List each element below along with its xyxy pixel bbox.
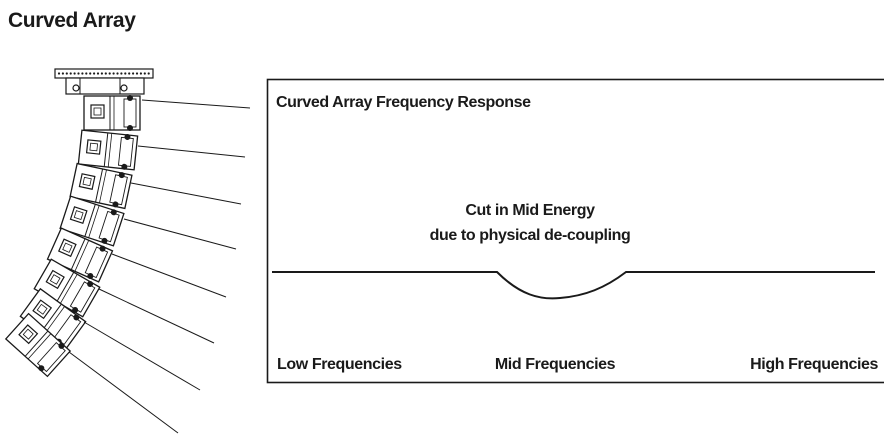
rigging-hole: [77, 72, 80, 75]
dispersion-line: [98, 288, 215, 344]
cabinet-side-panel: [123, 98, 137, 128]
rigging-hole: [61, 72, 64, 75]
rigging-hole: [116, 72, 119, 75]
cabinet-driver: [90, 104, 105, 119]
cabinet-hinge: [38, 365, 45, 372]
cabinet-hinge: [127, 125, 133, 131]
rigging-hole: [143, 72, 146, 75]
cabinet-driver: [85, 139, 102, 155]
speaker-cabinet: [77, 129, 139, 171]
dispersion-line: [130, 182, 242, 205]
cabinet-hinge: [58, 342, 65, 349]
frequency-response-panel: Curved Array Frequency Response Cut in M…: [266, 78, 884, 384]
rigging-hole: [112, 72, 115, 75]
cabinet-hinge: [112, 201, 119, 208]
speaker-cabinet: [33, 258, 101, 318]
speaker-cabinet: [4, 312, 72, 378]
cabinet-hinge: [99, 245, 106, 252]
cabinet-driver: [57, 238, 77, 258]
rigging-hole: [69, 72, 72, 75]
cabinet-hinge: [72, 306, 79, 313]
rigging-hole: [124, 72, 127, 75]
rigging-hole: [147, 72, 150, 75]
rigging-hole: [135, 72, 139, 75]
cabinet-driver: [18, 324, 39, 345]
rigging-hole: [100, 72, 103, 75]
speaker-cabinet: [19, 287, 87, 351]
cabinet-hinge: [118, 172, 125, 179]
dispersion-line: [83, 321, 201, 391]
dispersion-line: [137, 145, 246, 158]
cabinet-hinge: [87, 273, 94, 280]
rigging-hole: [93, 72, 96, 75]
x-label-low: Low Frequencies: [277, 356, 402, 373]
line-array-speaker-stack: [4, 68, 251, 434]
rigging-hole: [73, 72, 76, 75]
annotation-line-1: Cut in Mid Energy: [465, 202, 595, 219]
speaker-cabinet: [59, 195, 125, 247]
rigging-hole: [96, 72, 100, 75]
speaker-cabinet: [83, 95, 141, 131]
cabinet-side-panel: [117, 136, 134, 167]
rigging-hole: [104, 72, 107, 75]
speaker-cabinet: [46, 227, 114, 283]
annotation-line-2: due to physical de-coupling: [430, 227, 631, 244]
rigging-hole: [108, 72, 111, 75]
rigging-hole: [57, 72, 61, 75]
cabinet-hinge: [73, 314, 80, 321]
dispersion-line: [111, 253, 227, 298]
x-label-mid: Mid Frequencies: [495, 356, 616, 373]
rigging-hole: [132, 72, 135, 75]
cabinet-driver: [69, 206, 88, 225]
cabinet-driver: [32, 299, 53, 320]
rigging-hole: [120, 72, 123, 75]
cabinet-hinge: [121, 163, 128, 170]
cabinet-hinge: [127, 95, 133, 101]
x-label-high: High Frequencies: [750, 356, 878, 373]
rigging-hole: [128, 72, 131, 75]
response-panel-frame: [266, 78, 884, 384]
page-title: Curved Array: [8, 9, 136, 32]
speaker-cabinet: [69, 162, 133, 210]
rigging-hole: [65, 72, 68, 75]
cabinet-hinge: [101, 237, 108, 244]
rigging-hole: [139, 72, 142, 75]
rigging-pin: [120, 84, 128, 92]
cabinet-hinge: [110, 209, 117, 216]
dispersion-line: [141, 99, 251, 109]
rigging-hole: [85, 72, 88, 75]
rigging-hole: [89, 72, 92, 75]
frequency-response-curve: [272, 271, 875, 300]
dispersion-line: [68, 351, 179, 434]
cabinet-hinge: [124, 133, 131, 140]
rigging-hole: [81, 72, 84, 75]
cabinet-hinge: [87, 281, 94, 288]
cabinet-driver: [78, 173, 96, 190]
dispersion-line: [123, 218, 237, 250]
response-panel-title: Curved Array Frequency Response: [276, 94, 531, 111]
rigging-pin: [72, 84, 80, 92]
cabinet-driver: [45, 269, 65, 290]
